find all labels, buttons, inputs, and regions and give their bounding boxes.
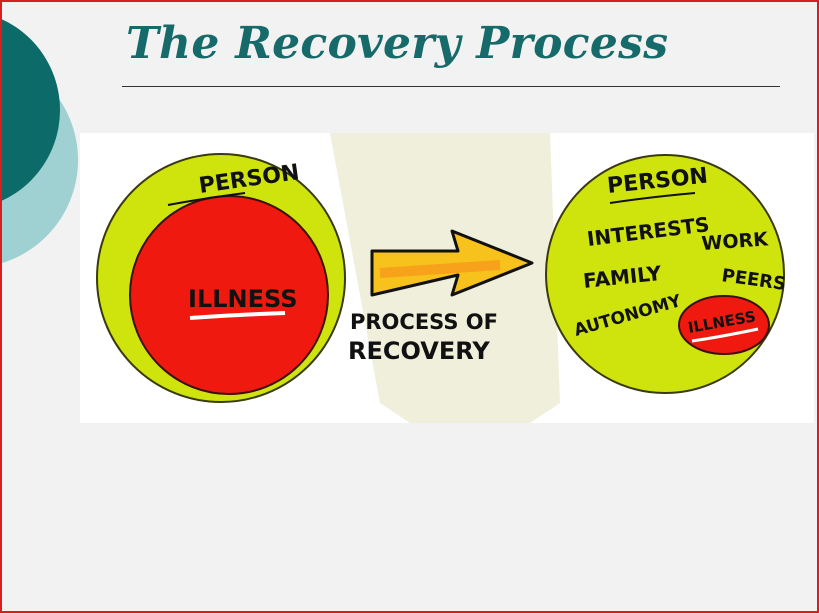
corner-decoration: [0, 18, 78, 264]
after-person-group: PERSON INTERESTS WORK FAMILY PEERS AUTON…: [545, 154, 787, 394]
diagram-canvas: PERSON ILLNESS PROCESS OF RECOVERY PERSO…: [96, 133, 787, 423]
before-illness-underline: [189, 311, 286, 320]
before-illness-label: ILLNESS: [188, 285, 298, 313]
after-person-underline: [609, 192, 696, 204]
arrow-shading: [379, 260, 501, 278]
after-illness-underline: [691, 327, 759, 343]
arrow-label-line2: RECOVERY: [348, 337, 490, 365]
before-person-group: PERSON ILLNESS: [96, 153, 346, 403]
decoration-dark-circle: [0, 18, 60, 202]
slide-title: The Recovery Process: [126, 18, 669, 69]
recovery-diagram: PERSON ILLNESS PROCESS OF RECOVERY PERSO…: [80, 133, 814, 423]
after-word-work: WORK: [701, 228, 770, 255]
before-person-underline: [167, 192, 246, 206]
arrow-label-line1: PROCESS OF: [350, 310, 498, 334]
title-divider: [122, 86, 780, 87]
recovery-arrow: [370, 229, 534, 297]
recovery-arrow-group: PROCESS OF RECOVERY: [348, 229, 534, 365]
